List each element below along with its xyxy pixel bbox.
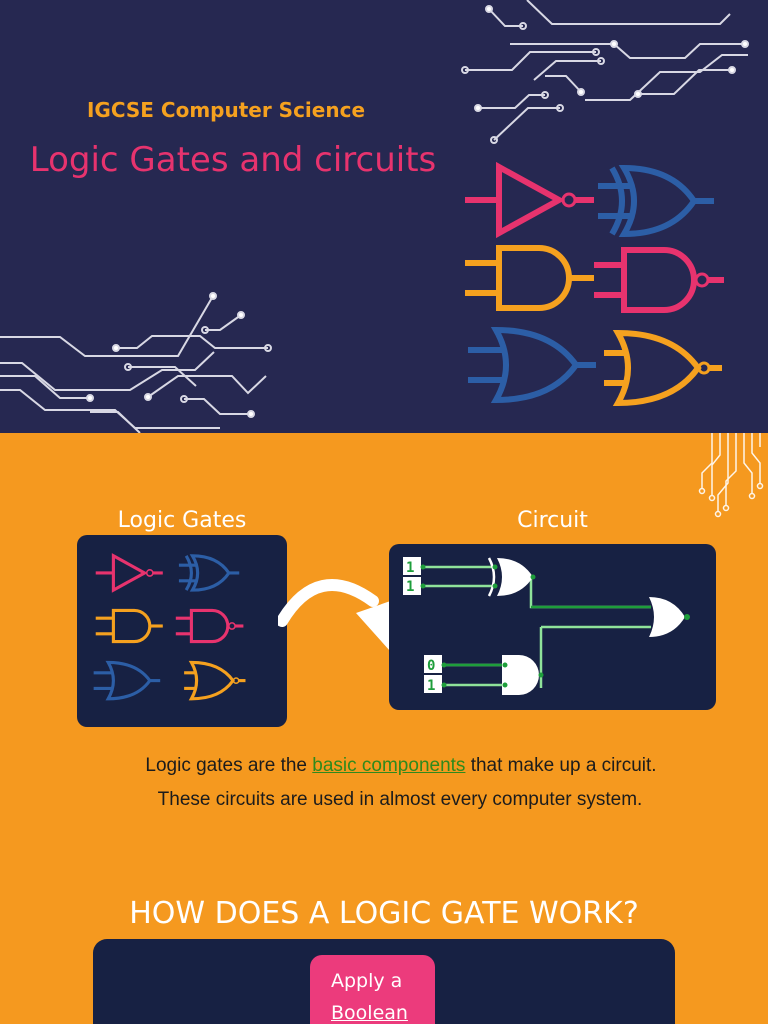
logic-gates-panel <box>77 535 287 727</box>
circuit-input-4: 1 <box>427 678 435 694</box>
or-gate-icon <box>468 330 596 400</box>
circuit-label: Circuit <box>517 508 588 533</box>
how-heading: HOW DOES A LOGIC GATE WORK? <box>129 896 639 931</box>
gates-illustration <box>92 554 248 701</box>
hero-banner: IGCSE Computer Science Logic Gates and c… <box>0 0 768 433</box>
basic-components-link[interactable]: basic components <box>312 755 466 776</box>
circuit-trace-decoration <box>0 0 748 433</box>
hero-graphics <box>0 0 749 433</box>
xnor-gate-icon <box>604 333 722 403</box>
xnor-gate-icon <box>182 660 248 701</box>
not-gate-icon <box>465 167 594 233</box>
boolean-link[interactable]: Boolean <box>331 1002 408 1024</box>
page-subtitle: IGCSE Computer Science <box>86 98 366 122</box>
xor-gate-icon <box>487 557 536 597</box>
circuit-trace-decoration <box>698 433 764 518</box>
circuit-input-3: 0 <box>427 658 435 674</box>
and-gate-icon <box>94 608 165 644</box>
not-gate-icon <box>94 554 165 592</box>
nand-gate-icon <box>594 250 724 310</box>
intro-text-after: that make up a circuit. <box>465 755 657 776</box>
or-gate-icon <box>92 660 162 701</box>
and-gate-icon <box>465 248 594 308</box>
circuit-diagram: 1 1 0 1 <box>403 557 690 695</box>
nand-gate-icon <box>174 608 245 644</box>
intro-line-2: These circuits are used in almost every … <box>157 789 643 810</box>
circuit-input-2: 1 <box>406 579 414 595</box>
circuit-panel: 1 1 0 1 <box>389 544 716 710</box>
or-gate-icon <box>649 597 690 637</box>
circuit-input-1: 1 <box>406 560 414 576</box>
and-gate-icon <box>502 655 544 695</box>
content-graphics <box>698 433 764 518</box>
xor-gate-icon <box>598 168 714 234</box>
apply-card-text: Apply a <box>331 970 403 992</box>
content-section: Logic Gates Circuit <box>0 433 768 1024</box>
apply-card[interactable]: Apply a Boolean <box>310 955 435 1024</box>
intro-line-1: Logic gates are the basic components tha… <box>0 755 768 777</box>
page-title: Logic Gates and circuits <box>29 140 437 180</box>
logic-gates-label: Logic Gates <box>117 508 247 533</box>
intro-text-before: Logic gates are the <box>145 755 313 776</box>
xor-gate-icon <box>177 554 241 592</box>
